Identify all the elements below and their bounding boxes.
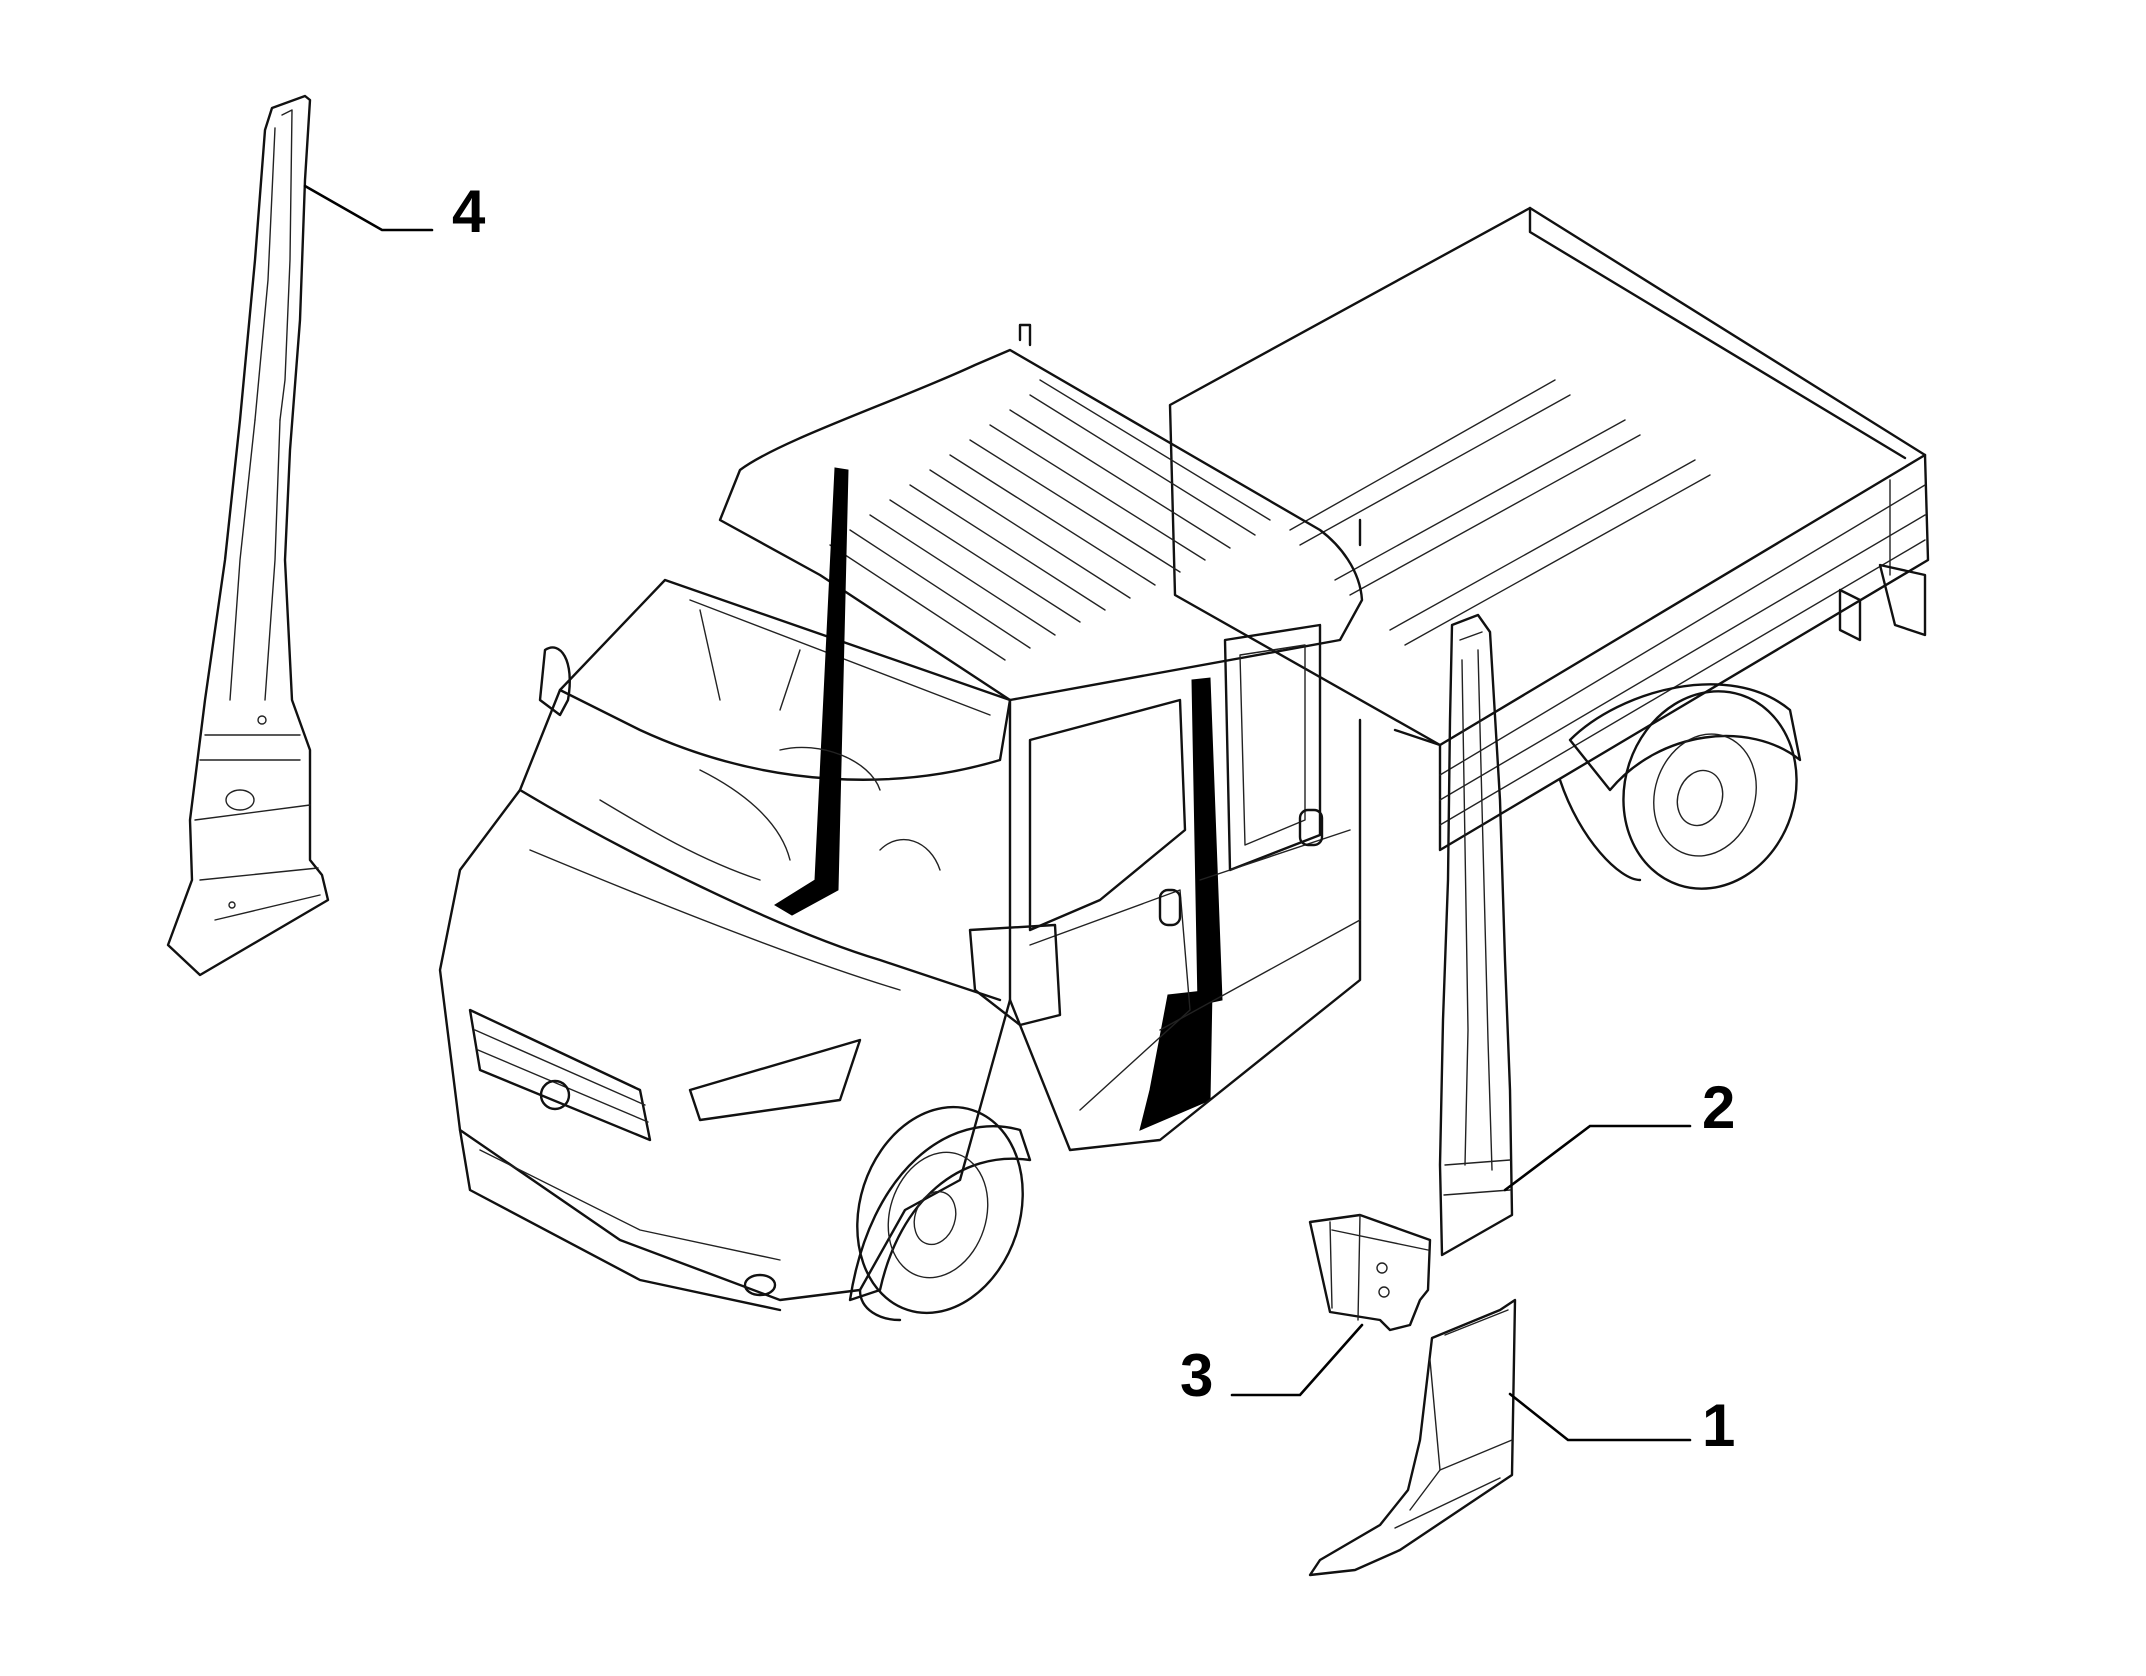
part-1-lower-pillar-trim (1308, 1298, 1517, 1577)
leader-2 (1503, 1124, 1692, 1192)
leader-1 (1508, 1392, 1692, 1442)
leader-4 (303, 184, 434, 232)
double-cab-truck-illustration (438, 206, 1930, 1322)
callout-4: 4 (452, 178, 486, 245)
callout-3: 3 (1180, 1342, 1213, 1409)
callout-1: 1 (1702, 1392, 1735, 1459)
flatbed (1168, 206, 1930, 890)
part-4-a-pillar-trim (166, 94, 330, 977)
leader-lines (303, 184, 1692, 1442)
cab-body (438, 323, 1364, 1322)
a-pillar-highlight (774, 467, 849, 916)
part-2-b-pillar-trim (1438, 613, 1514, 1257)
callout-2: 2 (1702, 1074, 1735, 1141)
b-pillar-highlight (1191, 677, 1223, 1006)
leader-3 (1230, 1323, 1364, 1397)
callout-numbers: 4 2 3 1 (452, 178, 1735, 1459)
part-3-bracket-plate (1308, 1213, 1432, 1332)
